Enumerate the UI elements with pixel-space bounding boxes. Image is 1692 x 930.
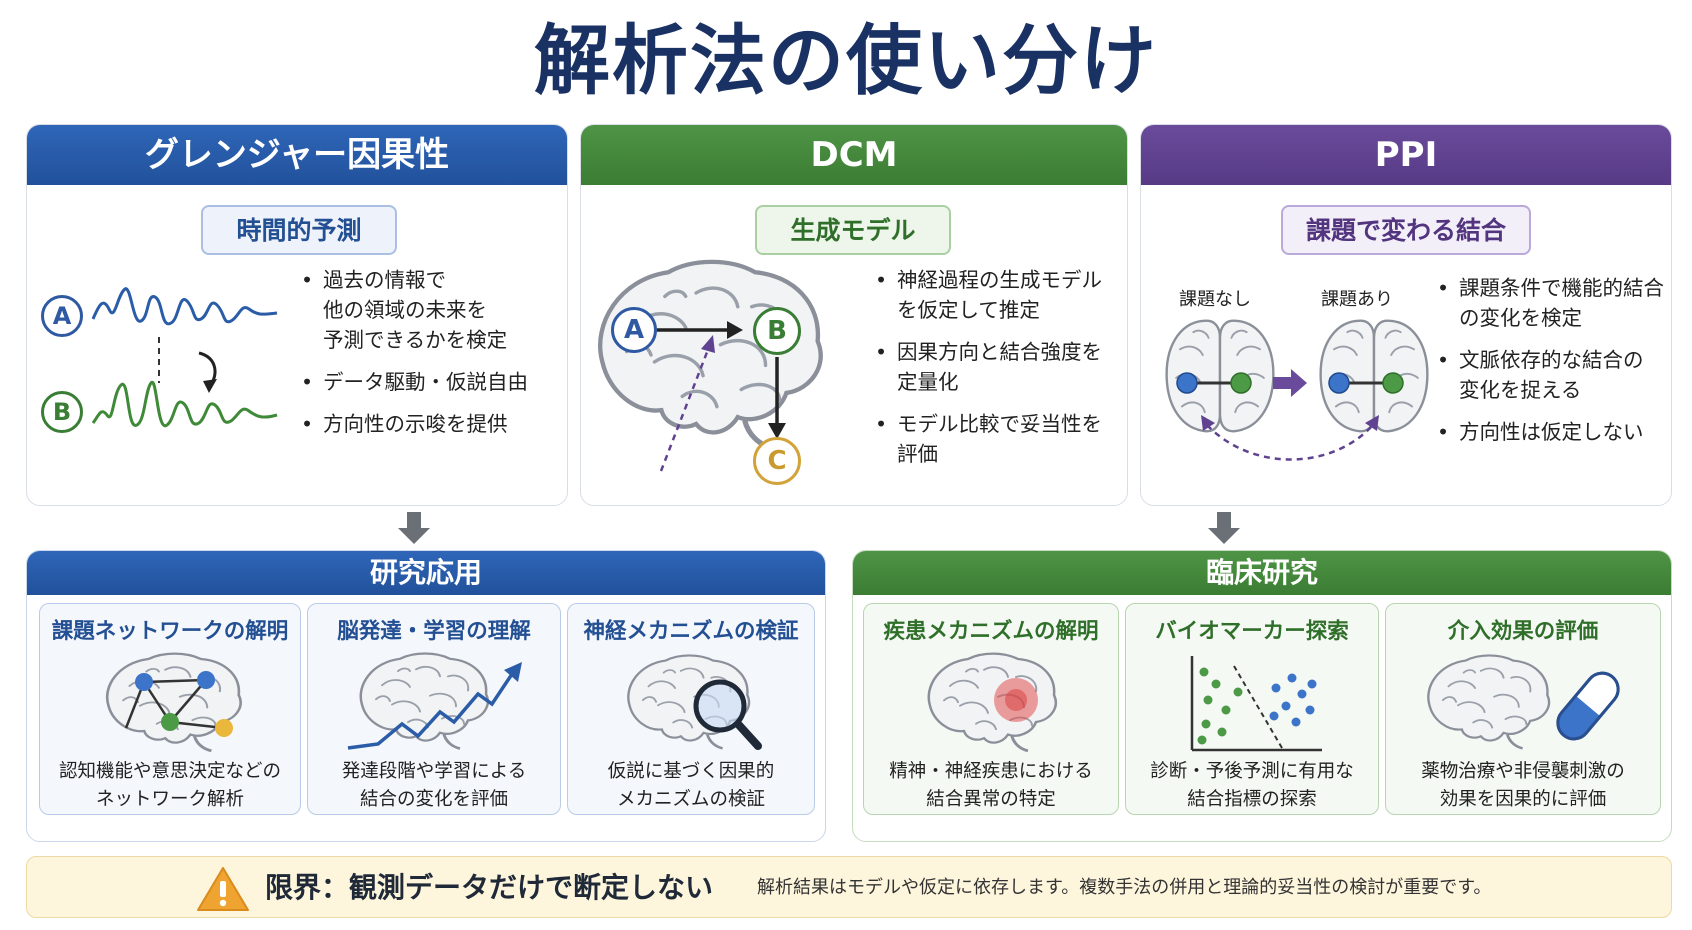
ppi-subtitle: 課題で変わる結合 — [1281, 205, 1531, 255]
magnifier-icon — [626, 654, 762, 750]
ppi-connections — [1176, 369, 1404, 461]
clinical-header: 臨床研究 — [853, 551, 1671, 595]
card-title: 課題ネットワークの解明 — [51, 619, 289, 644]
arrow-down-icon — [1208, 512, 1240, 544]
node-b: B — [753, 307, 801, 355]
limitation-banner: 限界：観測データだけで断定しない 解析結果はモデルや仮定に依存します。複数手法の… — [26, 856, 1672, 918]
arrow-down-icon — [398, 512, 430, 544]
card-desc: 精神・神経疾患における 結合異常の特定 — [889, 761, 1093, 810]
dcm-arrows — [657, 321, 786, 472]
card-title: バイオマーカー探索 — [1155, 619, 1349, 644]
card-desc: 認知機能や意思決定などの ネットワーク解析 — [58, 761, 281, 810]
ppi-header: PPI — [1141, 125, 1671, 185]
label-with-task: 課題あり — [1321, 289, 1393, 310]
bullet: 課題条件で機能的結合 の変化を検定 — [1433, 273, 1671, 333]
dcm-panel: DCM 生成モデル A B C 神経過程の生成モデル を仮定して推定 因果方向と… — [580, 124, 1128, 506]
granger-panel: グレンジャー因果性 時間的予測 A B 過去の情報で 他の領域の未来を 予測でき… — [26, 124, 568, 506]
card-title: 脳発達・学習の理解 — [337, 619, 531, 644]
bullet: モデル比較で妥当性を 評価 — [871, 409, 1127, 469]
research-card: 神経メカニズムの検証 仮説に基づく因果的 メカニズムの検証 — [567, 603, 815, 815]
brain-network-icon — [105, 652, 243, 753]
dcm-subtitle: 生成モデル — [755, 205, 951, 255]
node-a: A — [611, 307, 657, 353]
page-title: 解析法の使い分け — [534, 16, 1158, 105]
granger-bullets: 過去の情報で 他の領域の未来を 予測できるかを検定 データ駆動・仮説自由 方向性… — [297, 265, 567, 451]
bullet: 方向性の示唆を提供 — [297, 409, 567, 439]
research-card: 脳発達・学習の理解 発達段階や学習による 結合の変化を評価 — [307, 603, 561, 815]
granger-header: グレンジャー因果性 — [27, 125, 567, 185]
scatter-plot-icon — [1190, 656, 1322, 752]
card-desc: 薬物治療や非侵襲刺激の 効果を因果的に評価 — [1421, 761, 1625, 810]
bullet: 方向性は仮定しない — [1433, 417, 1671, 447]
warning-icon — [197, 867, 249, 911]
card-title: 疾患メカニズムの解明 — [883, 619, 1099, 644]
granger-subtitle: 時間的予測 — [201, 205, 397, 255]
bullet: 文脈依存的な結合の 変化を捉える — [1433, 345, 1671, 405]
node-a: A — [41, 295, 83, 337]
clinical-card: バイオマーカー探索 診断・予後予測に有用な 結合指標の探索 — [1125, 603, 1379, 815]
card-desc: 仮説に基づく因果的 メカニズムの検証 — [607, 761, 775, 810]
bullet: 因果方向と結合強度を 定量化 — [871, 337, 1127, 397]
brain-growth-icon — [347, 652, 522, 751]
limitation-title: 限界：観測データだけで断定しない — [265, 871, 714, 904]
research-header: 研究応用 — [27, 551, 825, 595]
bullet: 神経過程の生成モデル を仮定して推定 — [871, 265, 1127, 325]
clinical-card: 介入効果の評価 薬物治療や非侵襲刺激の 効果を因果的に評価 — [1385, 603, 1661, 815]
label-no-task: 課題なし — [1179, 289, 1251, 310]
dcm-header: DCM — [581, 125, 1127, 185]
ppi-bullets: 課題条件で機能的結合 の変化を検定 文脈依存的な結合の 変化を捉える 方向性は仮… — [1433, 273, 1671, 459]
clinical-card: 疾患メカニズムの解明 精神・神経疾患における 結合異常の特定 — [863, 603, 1119, 815]
dcm-bullets: 神経過程の生成モデル を仮定して推定 因果方向と結合強度を 定量化 モデル比較で… — [871, 265, 1127, 481]
bullet: 過去の情報で 他の領域の未来を 予測できるかを検定 — [297, 265, 567, 355]
bullet: データ駆動・仮説自由 — [297, 367, 567, 397]
ppi-panel: PPI 課題で変わる結合 課題なし 課題あり 課題条件で機能的結合 の変化を検定… — [1140, 124, 1672, 506]
card-title: 神経メカニズムの検証 — [583, 619, 799, 644]
time-series-graphic — [91, 287, 278, 427]
research-card: 課題ネットワークの解明 認知機能や意思決定などの ネットワーク解析 — [39, 603, 301, 815]
brain-lesion-icon — [927, 652, 1058, 753]
limitation-text: 解析結果はモデルや仮定に依存します。複数手法の併用と理論的妥当性の検討が重要です… — [757, 877, 1492, 898]
node-b: B — [41, 391, 83, 433]
node-c: C — [753, 437, 801, 485]
card-title: 介入効果の評価 — [1447, 619, 1599, 644]
brain-capsule-icon — [1426, 654, 1620, 750]
card-desc: 診断・予後予測に有用な 結合指標の探索 — [1150, 761, 1354, 810]
clinical-section: 臨床研究 疾患メカニズムの解明 精神・神経疾患における 結合異常の特定 バイオマ… — [852, 550, 1672, 842]
card-desc: 発達段階や学習による 結合の変化を評価 — [341, 761, 527, 810]
research-section: 研究応用 課題ネットワークの解明 認知機能や意思決定などの ネットワーク解析 脳… — [26, 550, 826, 842]
